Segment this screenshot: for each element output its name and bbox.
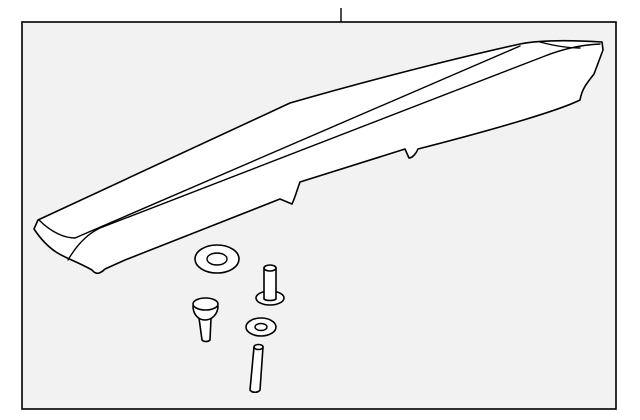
push-clip-head	[192, 297, 219, 311]
rear-spoiler	[33, 39, 604, 275]
washer-hole	[254, 322, 268, 332]
pin-tip	[253, 343, 264, 351]
grommet-hole	[206, 252, 228, 266]
pin	[249, 343, 264, 394]
spoiler-top-crease	[74, 45, 521, 239]
stud-bolt-tip	[263, 264, 277, 272]
spoiler-right-end-edge	[539, 41, 581, 49]
stud-bolt	[255, 264, 285, 306]
washer	[245, 317, 277, 337]
grommet	[194, 244, 240, 274]
push-clip	[192, 297, 219, 343]
spoiler-lower-crease	[67, 43, 601, 261]
spoiler-left-end-edge	[38, 219, 76, 239]
